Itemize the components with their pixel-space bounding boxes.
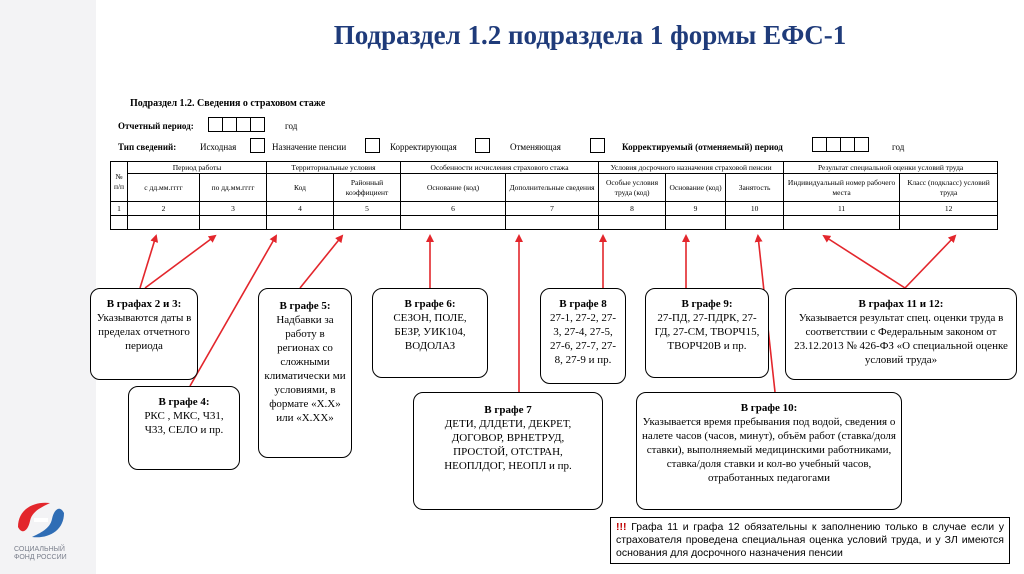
callout-text: Надбавки за работу в регионах со сложным… [264, 314, 346, 424]
callout-title: В графе 6: [404, 298, 456, 310]
callout-text: ДЕТИ, ДЛДЕТИ, ДЕКРЕТ, ДОГОВОР, ВРНЕТРУД,… [444, 418, 572, 472]
period-cell [223, 117, 237, 132]
callout-title: В графе 7 [484, 404, 532, 416]
callout-column-6: В графе 6: СЕЗОН, ПОЛЕ, БЕЗР, УИК104, ВО… [372, 288, 488, 378]
arrow-col5 [299, 234, 344, 289]
mandatory-note: !!! Графа 11 и графа 12 обязательны к за… [610, 517, 1010, 564]
callout-column-10: В графе 10: Указывается время пребывания… [636, 392, 902, 510]
callout-column-7: В графе 7 ДЕТИ, ДЛДЕТИ, ДЕКРЕТ, ДОГОВОР,… [413, 392, 603, 510]
arrow-col12 [904, 234, 957, 289]
period-label: Отчетный период: [118, 121, 194, 131]
logo-text: СОЦИАЛЬНЫЙ ФОНД РОССИИ [14, 546, 67, 562]
callout-text: СЕЗОН, ПОЛЕ, БЕЗР, УИК104, ВОДОЛАЗ [393, 312, 467, 352]
callout-text: Указывается результат спец. оценки труда… [794, 312, 1008, 366]
callout-title: В графах 11 и 12: [858, 298, 944, 310]
callout-column-4: В графе 4: РКС , МКС, Ч31, Ч33, СЕЛО и п… [128, 386, 240, 470]
callout-title: В графе 8 [559, 298, 607, 310]
exclamation-marks: !!! [616, 521, 627, 533]
callout-column-5: В графе 5: Надбавки за работу в регионах… [258, 288, 352, 458]
header-special-conditions: Особые условия труда (код) [598, 173, 667, 202]
type-corrective-label: Корректирующая [390, 142, 457, 152]
type-initial-label: Исходная [200, 142, 237, 152]
header-district-coef: Районный коэффициент [333, 173, 402, 202]
empty-cell [333, 215, 402, 230]
arrow-col2 [139, 234, 159, 289]
type-label: Тип сведений: [118, 142, 177, 152]
corrected-period-cells [812, 137, 869, 152]
type-pension-checkbox [365, 138, 380, 153]
type-cancel-checkbox [590, 138, 605, 153]
callout-columns-2-3: В графах 2 и 3: Указываются даты в преде… [90, 288, 198, 380]
experience-table: № п/п Период работы Территориальные усло… [110, 161, 999, 230]
callout-title: В графах 2 и 3: [106, 298, 182, 310]
header-code: Код [266, 173, 335, 202]
callout-text: Указываются даты в пределах отчетного пе… [96, 312, 192, 352]
type-cancel-label: Отменяющая [510, 142, 561, 152]
type-pension-label: Назначение пенсии [272, 142, 347, 152]
corrected-period-cell [812, 137, 827, 152]
empty-cell [505, 215, 600, 230]
callout-columns-11-12: В графах 11 и 12: Указывается результат … [785, 288, 1017, 380]
callout-title: В графе 5: [279, 300, 331, 312]
callout-text: 27-1, 27-2, 27-3, 27-4, 27-5, 27-6, 27-7… [550, 312, 616, 366]
left-sidebar [0, 0, 96, 574]
period-cell [237, 117, 251, 132]
period-cell [251, 117, 265, 132]
form-heading: Подраздел 1.2. Сведения о страховом стаж… [130, 98, 326, 109]
arrow-col11 [822, 234, 906, 289]
callout-text: РКС , МКС, Ч31, Ч33, СЕЛО и пр. [144, 410, 224, 436]
corrected-period-cell [855, 137, 869, 152]
callout-column-8: В графе 8 27-1, 27-2, 27-3, 27-4, 27-5, … [540, 288, 626, 384]
corrected-period-cell [827, 137, 841, 152]
period-cells [208, 117, 265, 132]
logo-line2: ФОНД РОССИИ [14, 554, 67, 561]
callout-title: В графе 4: [158, 396, 210, 408]
type-initial-checkbox [250, 138, 265, 153]
type-corrective-checkbox [475, 138, 490, 153]
header-employment: Занятость [725, 173, 785, 202]
callout-text: 27-ПД, 27-ПДРК, 27-ГД, 27-СМ, ТВОРЧ15, Т… [654, 312, 760, 352]
arrow-col3 [144, 234, 217, 289]
arrow-col4 [189, 234, 277, 387]
empty-cell [899, 215, 999, 230]
year-label-2: год [892, 142, 905, 152]
callout-column-9: В графе 9: 27-ПД, 27-ПДРК, 27-ГД, 27-СМ,… [645, 288, 769, 378]
sfr-logo-icon [18, 502, 64, 538]
callout-text: Указывается время пребывания под водой, … [642, 416, 896, 484]
callout-title: В графе 10: [740, 402, 798, 414]
empty-cell [725, 215, 785, 230]
header-workplace-no: Индивидуальный номер рабочего места [783, 173, 901, 202]
note-text: Графа 11 и графа 12 обязательны к заполн… [616, 521, 1005, 559]
logo-line1: СОЦИАЛЬНЫЙ [14, 546, 65, 553]
header-to: по дд.мм.гггг [198, 173, 268, 202]
slide-title: Подраздел 1.2 подраздела 1 формы ЕФС-1 [333, 20, 847, 50]
period-cell [208, 117, 223, 132]
callout-title: В графе 9: [681, 298, 733, 310]
corrected-period-label: Корректируемый (отменяемый) период [622, 142, 783, 152]
corrected-period-cell [841, 137, 855, 152]
year-label: год [285, 121, 298, 131]
empty-cell [198, 215, 268, 230]
